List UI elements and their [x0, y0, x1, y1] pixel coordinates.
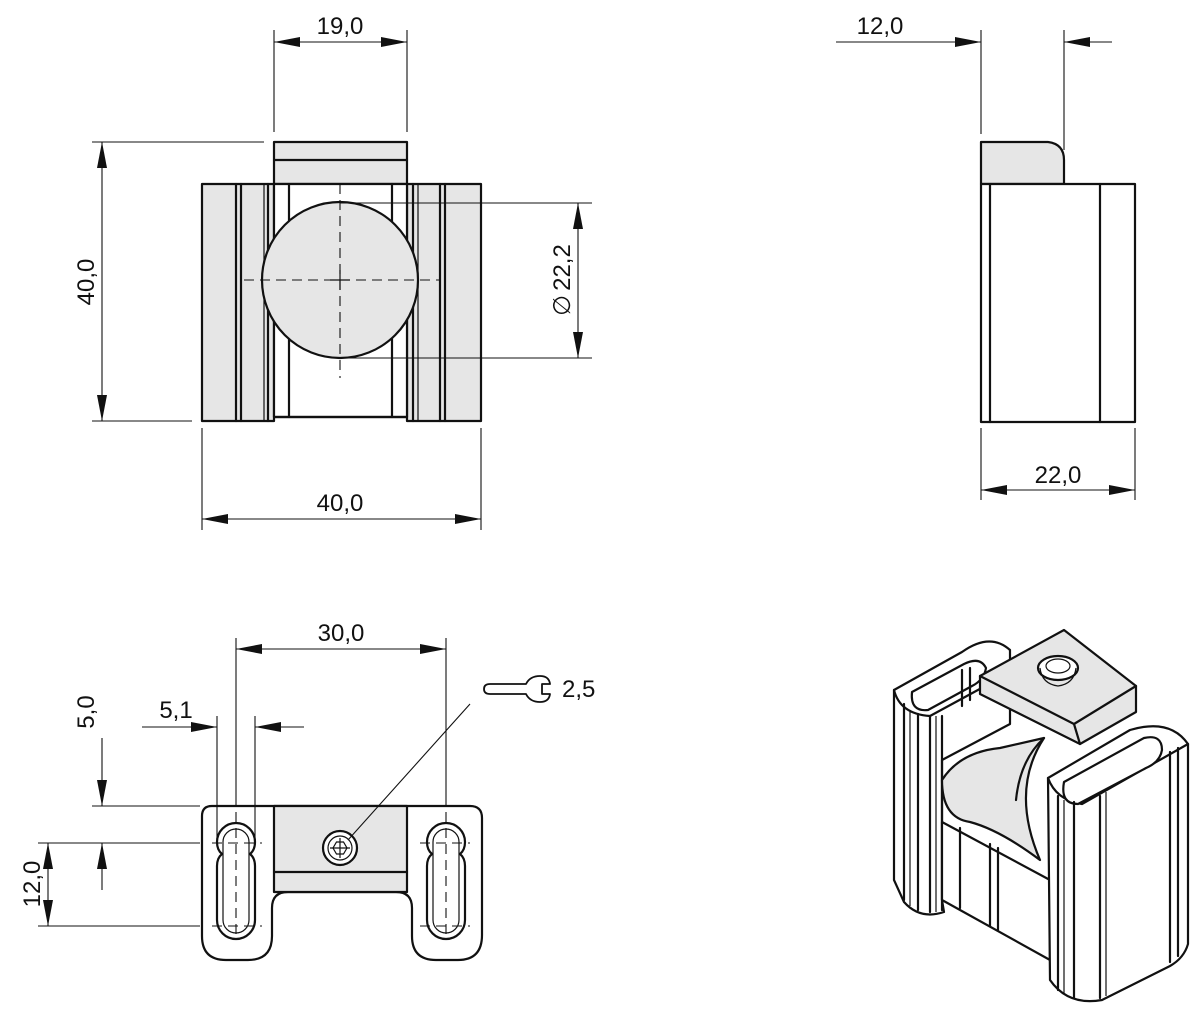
iso-top-block [978, 628, 1138, 746]
dim-label: ∅22,2 [549, 244, 576, 316]
dim-label: 12,0 [857, 13, 904, 40]
dim-side-top-width: 12,0 [836, 13, 1112, 150]
dim-bottom-spacing: 30,0 [235, 620, 447, 806]
dim-label: 5,0 [73, 695, 100, 728]
side-body [979, 182, 1137, 424]
side-top-block [979, 140, 1066, 186]
dim-front-height: 40,0 [73, 141, 264, 422]
dim-bottom-depth: 12,0 [19, 842, 200, 927]
dim-side-width: 22,0 [980, 428, 1136, 500]
iso-clamp-seat [940, 736, 1046, 862]
allen-key-icon [483, 675, 551, 703]
dim-label: 2,5 [562, 676, 595, 703]
dim-label: 12,0 [19, 861, 46, 908]
bottom-view [200, 804, 484, 962]
dim-label: 5,1 [159, 697, 192, 724]
dim-label: 40,0 [73, 259, 100, 306]
front-top-block [272, 140, 409, 186]
dim-label: 30,0 [318, 620, 365, 647]
dim-bottom-slot-width: 5,1 [142, 697, 304, 840]
dim-bottom-offset: 5,0 [73, 695, 200, 890]
side-view [979, 140, 1137, 424]
dim-front-diameter: ∅22,2 [340, 202, 592, 359]
dim-label: 22,0 [1035, 462, 1082, 489]
dim-label: 19,0 [317, 13, 364, 40]
front-view [200, 140, 483, 423]
dim-front-width: 40,0 [201, 428, 482, 530]
dim-label: 40,0 [317, 490, 364, 517]
front-left-profile [200, 182, 276, 423]
dim-wrench-size: 2,5 [347, 675, 595, 841]
dim-front-top-width: 19,0 [273, 13, 408, 132]
isometric-view [892, 628, 1190, 1003]
